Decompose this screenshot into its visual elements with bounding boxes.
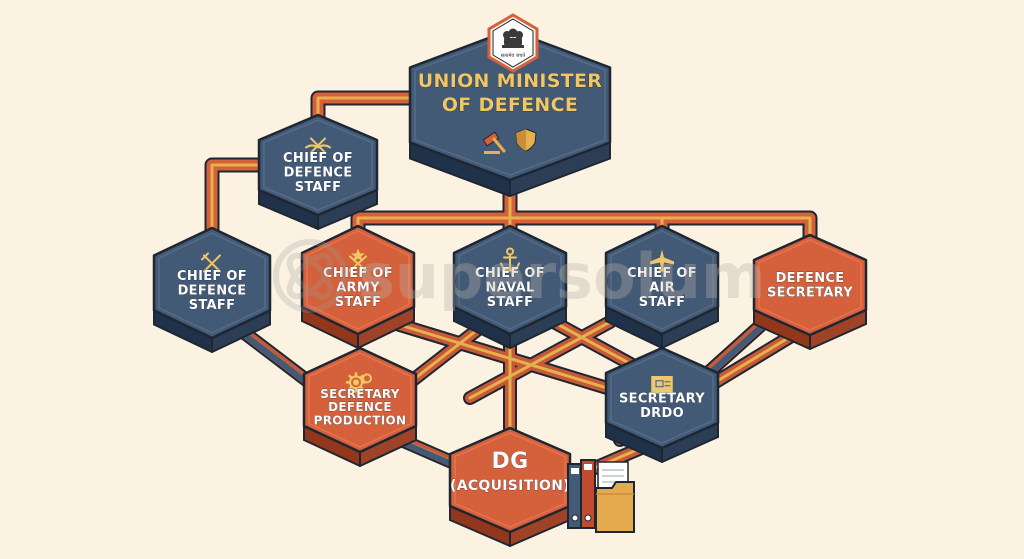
node-label-line: NAVAL — [485, 281, 534, 296]
blueprint-icon — [651, 375, 673, 394]
node-label-line: SECRETARY — [767, 286, 853, 301]
node-label-line: SECRETARY — [320, 387, 400, 401]
node-dga: DG (ACQUISITION) — [448, 426, 572, 547]
national-emblem: सत्यमेव जयते — [487, 13, 539, 73]
emblem-caption: सत्यमेव जयते — [501, 52, 526, 59]
swords-wings-icon — [305, 137, 331, 154]
aircraft-icon — [650, 249, 674, 272]
node-inner-rim — [414, 34, 606, 176]
node-label-line: DG — [492, 449, 529, 474]
node-label-line: CHIEF OF — [475, 266, 545, 281]
lion-capital-icon — [502, 28, 524, 48]
shield-icon — [515, 128, 537, 152]
node-inner-rim — [263, 119, 373, 211]
node-label-line: CHIEF OF — [323, 266, 393, 281]
anchor-icon — [500, 247, 520, 272]
node-label-line: CHIEF OF — [283, 151, 353, 166]
node-face — [452, 224, 568, 336]
node-label-line: ARMY — [336, 281, 380, 296]
gavel-icon — [482, 131, 506, 154]
crossed-swords-icon — [201, 252, 221, 273]
connector-cds-top-cds-left — [204, 157, 270, 248]
connector-minister-bus — [350, 167, 818, 248]
node-label-line: STAFF — [295, 180, 342, 195]
node-inner-rim — [454, 432, 566, 528]
node-face — [257, 113, 379, 217]
crossed-swords-star-icon — [349, 248, 367, 272]
node-inner-rim — [610, 352, 714, 444]
node-face — [604, 224, 720, 336]
binders-folder-icon — [567, 459, 635, 533]
node-label-line: STAFF — [335, 295, 382, 310]
node-label-line: DEFENCE — [284, 166, 353, 181]
node-label-line: CHIEF OF — [177, 269, 247, 284]
node-label-line: PRODUCTION — [314, 414, 407, 428]
node-label-line: AIR — [649, 281, 675, 296]
node-face — [604, 346, 720, 450]
node-inner-rim — [458, 230, 562, 330]
gears-icon — [345, 372, 372, 393]
node-face — [752, 233, 868, 337]
node-label-line: DEFENCE — [776, 271, 845, 286]
node-label-line: STAFF — [487, 295, 534, 310]
node-label-line: DEFENCE — [328, 400, 392, 414]
node-inner-rim — [308, 352, 412, 448]
node-face — [152, 226, 272, 340]
node-label-line: UNION MINISTER — [418, 70, 603, 92]
node-label-line: (ACQUISITION) — [450, 478, 570, 494]
node-label-line: OF DEFENCE — [442, 94, 578, 116]
node-label-line: DRDO — [640, 406, 684, 421]
node-face — [408, 28, 612, 182]
node-label-line: DEFENCE — [178, 284, 247, 299]
node-inner-rim — [610, 230, 714, 330]
node-label-line: CHIEF OF — [627, 266, 697, 281]
node-label-line: SECRETARY — [619, 391, 705, 406]
node-label-line: STAFF — [639, 295, 686, 310]
node-inner-rim — [306, 230, 410, 330]
node-inner-rim — [158, 232, 266, 334]
node-face — [448, 426, 572, 534]
node-inner-rim — [758, 239, 862, 331]
node-face — [302, 346, 418, 454]
node-face — [300, 224, 416, 336]
node-label-line: STAFF — [189, 298, 236, 313]
connector-minister-cds-top — [310, 90, 418, 126]
